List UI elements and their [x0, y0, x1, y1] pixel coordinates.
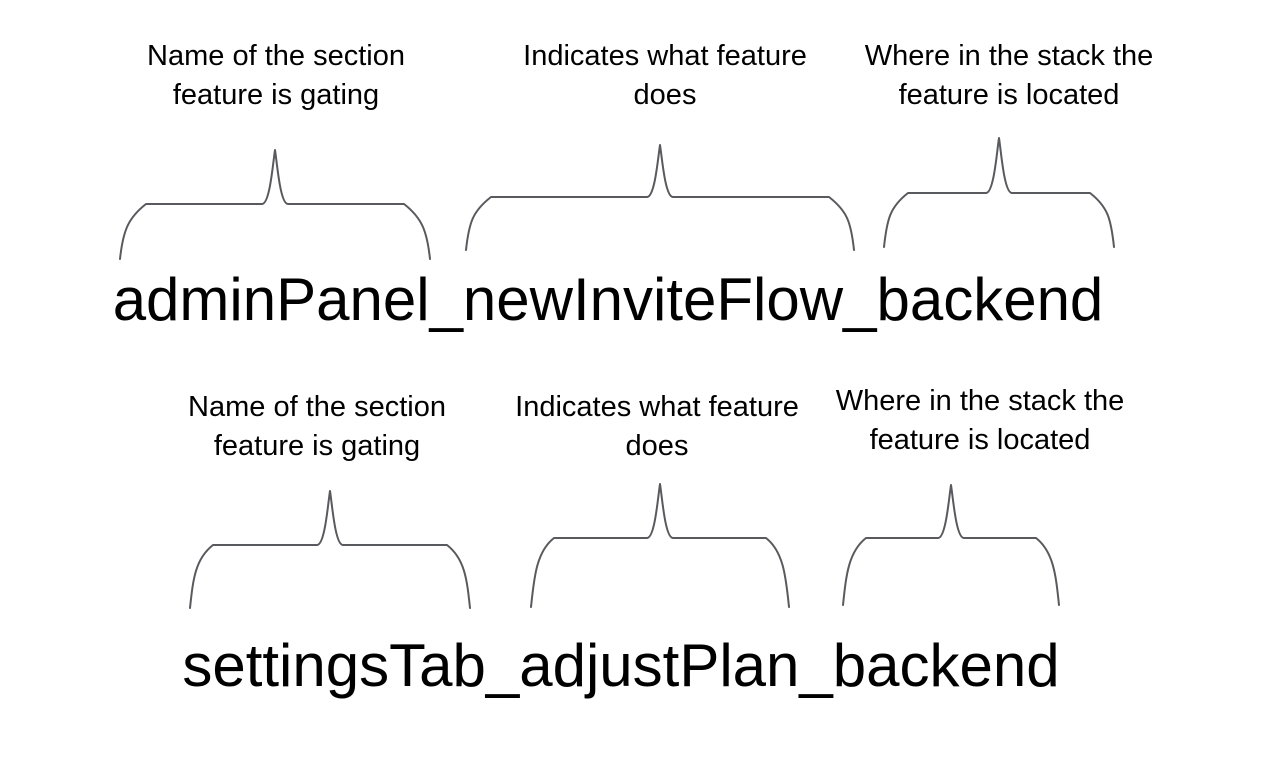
curly-brace-row2-feature — [530, 483, 790, 608]
flag-name-text: settingsTab_adjustPlan_backend — [182, 632, 1060, 699]
curly-brace-row1-feature — [465, 144, 855, 251]
annotation-label-row1-section: Name of the section feature is gating — [147, 37, 405, 115]
annotation-label-row1-feature: Indicates what feature does — [523, 37, 807, 115]
flag-name-row2: settingsTab_adjustPlan_backend — [0, 636, 1284, 696]
annotation-label-line: feature is located — [869, 424, 1091, 456]
curly-brace-row2-section — [189, 490, 471, 609]
curly-brace-row1-stack — [883, 137, 1115, 248]
annotation-label-row2-stack: Where in the stack the feature is locate… — [836, 382, 1125, 460]
annotation-label-line: Where in the stack the — [835, 385, 1125, 417]
flag-name-row1: adminPanel_newInviteFlow_backend — [0, 270, 1284, 330]
annotation-label-line: feature is located — [898, 79, 1120, 111]
annotation-label-row2-section: Name of the section feature is gating — [188, 388, 446, 466]
annotation-label-line: Indicates what feature — [515, 391, 799, 423]
annotation-label-row1-stack: Where in the stack the feature is locate… — [865, 37, 1154, 115]
annotation-label-row2-feature: Indicates what feature does — [515, 388, 799, 466]
curly-brace-row1-section — [119, 149, 431, 260]
annotation-label-line: does — [625, 430, 689, 462]
annotation-label-line: feature is gating — [172, 79, 380, 111]
curly-brace-row2-stack — [842, 484, 1060, 606]
annotation-label-line: does — [633, 79, 697, 111]
annotation-label-line: feature is gating — [213, 430, 421, 462]
annotation-label-line: Where in the stack the — [864, 40, 1154, 72]
annotation-label-line: Indicates what feature — [523, 40, 807, 72]
annotation-label-line: Name of the section — [147, 40, 405, 72]
flag-name-text: adminPanel_newInviteFlow_backend — [112, 266, 1104, 333]
annotation-label-line: Name of the section — [188, 391, 446, 423]
